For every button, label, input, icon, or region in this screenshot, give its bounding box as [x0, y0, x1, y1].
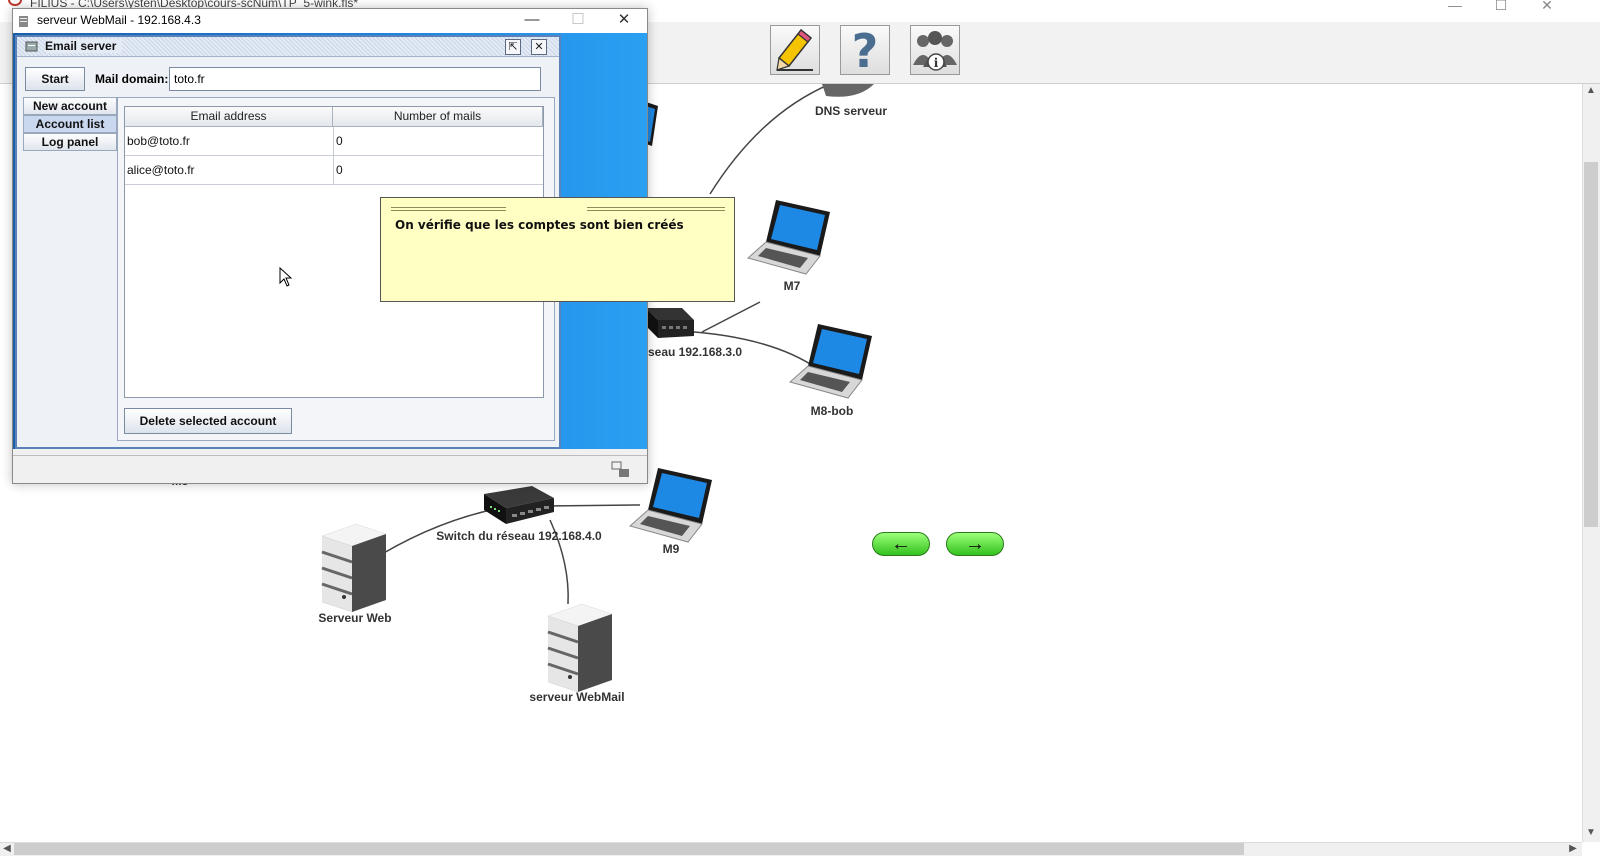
dns-server-icon [822, 84, 874, 97]
window-statusbar [13, 455, 647, 483]
scroll-left-icon[interactable]: ◀ [3, 843, 11, 854]
account-list-panel: Email address Number of mails bob@toto.f… [117, 97, 555, 441]
node-label-web: Serveur Web [318, 611, 392, 625]
window-maximize-button[interactable]: ☐ [571, 11, 585, 28]
vertical-scroll-thumb[interactable] [1584, 162, 1598, 527]
email-server-icon [25, 41, 38, 52]
table-row[interactable]: alice@toto.fr 0 [125, 156, 543, 185]
node-label-webmail: serveur WebMail [529, 690, 625, 704]
switch-icon[interactable] [646, 306, 696, 342]
scroll-down-icon[interactable]: ▼ [1586, 827, 1596, 838]
node-label-m7: M7 [783, 279, 801, 293]
note-decoration [391, 207, 506, 211]
laptop-icon[interactable] [788, 322, 874, 402]
edit-mode-button[interactable] [770, 25, 820, 75]
laptop-icon[interactable] [746, 198, 832, 278]
scroll-up-icon[interactable]: ▲ [1586, 85, 1596, 96]
info-button[interactable]: i [910, 25, 960, 75]
next-button[interactable]: → [946, 532, 1004, 556]
node-label-switch3: seau 192.168.3.0 [648, 345, 743, 359]
window-title: serveur WebMail - 192.168.4.3 [37, 13, 201, 27]
arrow-left-icon: ← [891, 533, 911, 555]
resize-grip-icon[interactable] [611, 460, 631, 480]
count-cell: 0 [336, 134, 343, 148]
close-icon[interactable]: ✕ [531, 39, 547, 55]
laptop-icon [646, 102, 658, 146]
tab-log-panel[interactable]: Log panel [23, 133, 117, 151]
column-header-count[interactable]: Number of mails [333, 107, 543, 127]
people-info-icon: i [913, 31, 957, 71]
tab-account-list[interactable]: Account list [23, 115, 117, 133]
frame-titlebar[interactable]: Email server ⇱ ✕ [17, 37, 559, 57]
detach-icon[interactable]: ⇱ [505, 39, 521, 55]
window-minimize-button[interactable]: — [524, 11, 540, 28]
node-label-dns: DNS serveur [814, 104, 888, 118]
laptop-icon[interactable] [628, 466, 714, 546]
node-label-switch4: Switch du réseau 192.168.4.0 [436, 529, 602, 543]
app-title: FILIUS - C:\Users\ysten\Desktop\cours-sc… [30, 0, 359, 10]
start-button[interactable]: Start [25, 67, 85, 91]
count-cell: 0 [336, 163, 343, 177]
email-server-frame: Email server ⇱ ✕ Start Mail domain: New … [15, 35, 561, 449]
pencil-icon [776, 28, 813, 71]
window-close-button[interactable]: ✕ [617, 11, 631, 28]
node-label-m8: M8-bob [810, 404, 854, 418]
app-close-button[interactable]: ✕ [1541, 0, 1553, 13]
mail-domain-label: Mail domain: [95, 72, 169, 86]
previous-button[interactable]: ← [872, 532, 930, 556]
cell-divider [333, 156, 334, 185]
server-app-icon [19, 16, 28, 27]
app-minimize-button[interactable]: — [1448, 0, 1462, 13]
question-icon: ? [852, 27, 879, 73]
mail-domain-input[interactable] [169, 67, 541, 91]
server-icon[interactable] [318, 522, 390, 614]
app-maximize-button[interactable]: ☐ [1494, 0, 1508, 13]
arrow-right-icon: → [965, 533, 985, 555]
email-cell: alice@toto.fr [127, 163, 195, 177]
note-decoration [587, 207, 725, 211]
cell-divider [333, 127, 334, 156]
tutorial-note: On vérifie que les comptes sont bien cré… [380, 197, 735, 302]
tab-new-account[interactable]: New account [23, 97, 117, 115]
server-icon[interactable] [544, 602, 616, 694]
horizontal-scroll-thumb[interactable] [14, 843, 1244, 855]
mouse-cursor-icon [279, 267, 293, 287]
window-titlebar[interactable]: serveur WebMail - 192.168.4.3 — ☐ ✕ [13, 9, 647, 33]
webmail-window: serveur WebMail - 192.168.4.3 — ☐ ✕ Emai… [12, 8, 648, 484]
node-label-m9: M9 [662, 542, 680, 556]
column-header-email[interactable]: Email address [125, 107, 333, 127]
filius-logo-icon [8, 0, 22, 6]
help-button[interactable]: ? [840, 25, 890, 75]
email-cell: bob@toto.fr [127, 134, 190, 148]
note-text: On vérifie que les comptes sont bien cré… [395, 218, 684, 232]
table-row[interactable]: bob@toto.fr 0 [125, 127, 543, 156]
delete-account-button[interactable]: Delete selected account [124, 408, 292, 434]
scroll-right-icon[interactable]: ▶ [1569, 843, 1577, 854]
svg-text:i: i [934, 56, 939, 70]
switch-icon[interactable] [482, 484, 556, 530]
frame-title: Email server [45, 39, 123, 53]
svg-text:?: ? [852, 27, 879, 73]
